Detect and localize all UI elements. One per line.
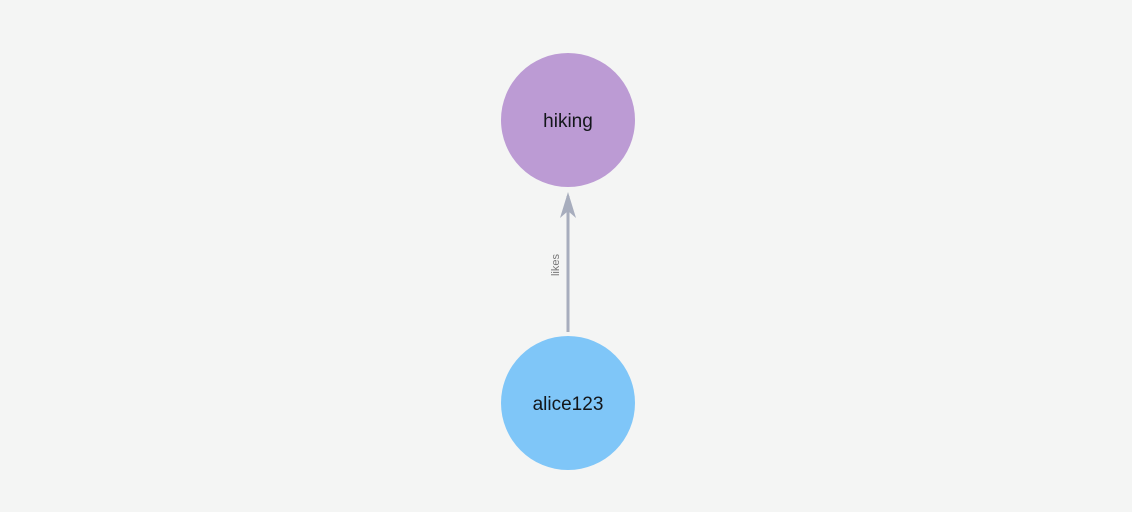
node-circle-alice123[interactable] <box>501 336 635 470</box>
node-label-alice123: alice123 <box>533 394 604 415</box>
edge-arrowhead <box>560 192 576 218</box>
node-hiking[interactable]: hiking <box>501 53 635 187</box>
node-alice123[interactable]: alice123 <box>501 336 635 470</box>
node-circle-hiking[interactable] <box>501 53 635 187</box>
node-label-hiking: hiking <box>543 111 593 132</box>
edge-alice123-likes-hiking[interactable]: likes <box>550 192 576 332</box>
edge-label-likes: likes <box>550 254 562 277</box>
